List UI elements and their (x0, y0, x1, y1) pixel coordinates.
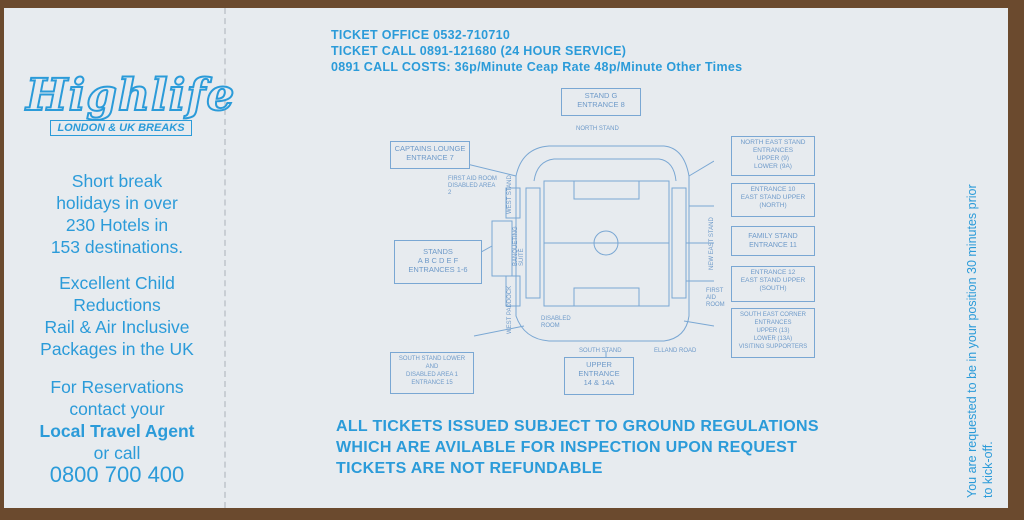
stand-g-box: STAND G ENTRANCE 8 (561, 88, 641, 116)
south-stand-lower-box: SOUTH STAND LOWER AND DISABLED AREA 1 EN… (390, 352, 474, 394)
ticket-call: TICKET CALL 0891-121680 (24 HOUR SERVICE… (331, 44, 627, 58)
map-label: ENTRANCES 1-6 (408, 265, 468, 274)
reservation-phone: 0800 700 400 (49, 462, 185, 487)
map-label: UPPER (586, 360, 612, 369)
highlife-logo: Highlife LONDON & UK BREAKS (25, 70, 236, 136)
footer-line: TICKETS ARE NOT REFUNDABLE (336, 460, 603, 477)
map-label: ENTRANCE (578, 369, 620, 378)
reserve-line: For Reservations (50, 377, 184, 397)
map-label: ENTRANCE 10 (750, 186, 796, 193)
map-label: LOWER (9A) (754, 163, 792, 170)
or-call: or call (93, 443, 141, 463)
note-line: to kick-off. (981, 441, 995, 498)
promo-line: Excellent Child (59, 273, 175, 293)
map-label: UPPER (13) (756, 328, 790, 334)
entrance-12-box: ENTRANCE 12 EAST STAND UPPER (SOUTH) (731, 266, 815, 302)
map-label: SOUTH STAND LOWER (398, 356, 466, 362)
map-label: EAST STAND UPPER (740, 277, 806, 284)
north-stand-label: NORTH STAND (576, 126, 619, 132)
promo-line: Short break (71, 171, 163, 191)
map-label: EAST STAND UPPER (740, 194, 806, 201)
map-label: ENTRANCE 12 (750, 269, 796, 276)
entrance-10-box: ENTRANCE 10 EAST STAND UPPER (NORTH) (731, 183, 815, 217)
promo-child: Excellent Child Reductions Rail & Air In… (14, 272, 220, 360)
ground-regulations: ALL TICKETS ISSUED SUBJECT TO GROUND REG… (336, 416, 819, 479)
reservations: For Reservations contact your Local Trav… (14, 376, 220, 486)
map-label: SOUTH EAST CORNER (740, 312, 806, 318)
note-line: You are requested to be in your position… (965, 184, 979, 498)
ticket: Highlife LONDON & UK BREAKS Short break … (4, 8, 1008, 508)
map-label: STANDS (423, 247, 453, 256)
footer-line: WHICH ARE AVILABLE FOR INSPECTION UPON R… (336, 439, 798, 456)
west-paddock-label: WEST PADDOCK (507, 285, 513, 334)
stands-a-f-box: STANDS A B C D E F ENTRANCES 1-6 (394, 240, 482, 284)
banqueting-suite-label: BANQUETING SUITE (513, 226, 525, 266)
map-label: ENTRANCES (754, 320, 792, 326)
map-label: ENTRANCES (752, 147, 794, 154)
stadium-map (433, 145, 714, 366)
disabled-room-label: DISABLED ROOM (541, 316, 571, 329)
map-label: DISABLED AREA 1 (405, 372, 459, 378)
logo-title: Highlife (25, 70, 236, 121)
map-label: CAPTAINS LOUNGE (394, 144, 466, 153)
north-east-stand-box: NORTH EAST STAND ENTRANCES UPPER (9) LOW… (731, 136, 815, 176)
promo-holidays: Short break holidays in over 230 Hotels … (14, 170, 220, 258)
promo-line: Rail & Air Inclusive (44, 317, 190, 337)
kick-off-note: You are requested to be in your position… (964, 58, 996, 498)
promo-line: 153 destinations. (50, 237, 184, 257)
map-label: ENTRANCE 7 (406, 153, 454, 162)
footer-line: ALL TICKETS ISSUED SUBJECT TO GROUND REG… (336, 418, 819, 435)
ticket-office: TICKET OFFICE 0532-710710 (331, 28, 511, 42)
west-stand-label: WEST STAND (507, 175, 513, 214)
logo-subtitle: LONDON & UK BREAKS (50, 120, 192, 136)
upper-entrance-box: UPPER ENTRANCE 14 & 14A (564, 357, 634, 395)
map-label: LOWER (13A) (753, 336, 793, 342)
map-label: A B C D E F (417, 256, 459, 265)
map-label: ENTRANCE 8 (577, 100, 625, 109)
map-label: ENTRANCE 15 (411, 380, 453, 386)
map-label: NORTH EAST STAND (740, 139, 806, 146)
promo-line: holidays in over (56, 193, 178, 213)
map-label: 14 & 14A (583, 378, 615, 387)
south-east-corner-box: SOUTH EAST CORNER ENTRANCES UPPER (13) L… (731, 308, 815, 358)
map-label: AND (425, 364, 439, 370)
captains-lounge-box: CAPTAINS LOUNGE ENTRANCE 7 (390, 141, 470, 169)
south-stand-label: SOUTH STAND (579, 348, 622, 354)
map-label: STAND G (584, 91, 618, 100)
map-label: ENTRANCE 11 (749, 242, 797, 249)
promo-line: Packages in the UK (40, 339, 194, 359)
map-label: (NORTH) (759, 202, 787, 209)
new-east-stand-label: NEW EAST STAND (709, 217, 715, 270)
map-label: (SOUTH) (759, 285, 787, 292)
elland-road-label: ELLAND ROAD (654, 348, 697, 354)
promo-line: Reductions (73, 295, 161, 315)
first-aid-room-label: FIRST AID ROOM DISABLED AREA 2 (448, 176, 497, 196)
travel-agent: Local Travel Agent (39, 421, 195, 441)
map-label: FAMILY STAND (748, 233, 798, 240)
reserve-line: contact your (69, 399, 165, 419)
map-label: VISITING SUPPORTERS (738, 344, 808, 350)
map-label: UPPER (9) (756, 155, 790, 162)
family-stand-box: FAMILY STAND ENTRANCE 11 (731, 226, 815, 256)
promo-line: 230 Hotels in (65, 215, 169, 235)
call-costs: 0891 CALL COSTS: 36p/Minute Ceap Rate 48… (331, 60, 743, 74)
ticket-stub (4, 8, 226, 508)
first-aid-room-east-label: FIRST AID ROOM (706, 288, 725, 308)
